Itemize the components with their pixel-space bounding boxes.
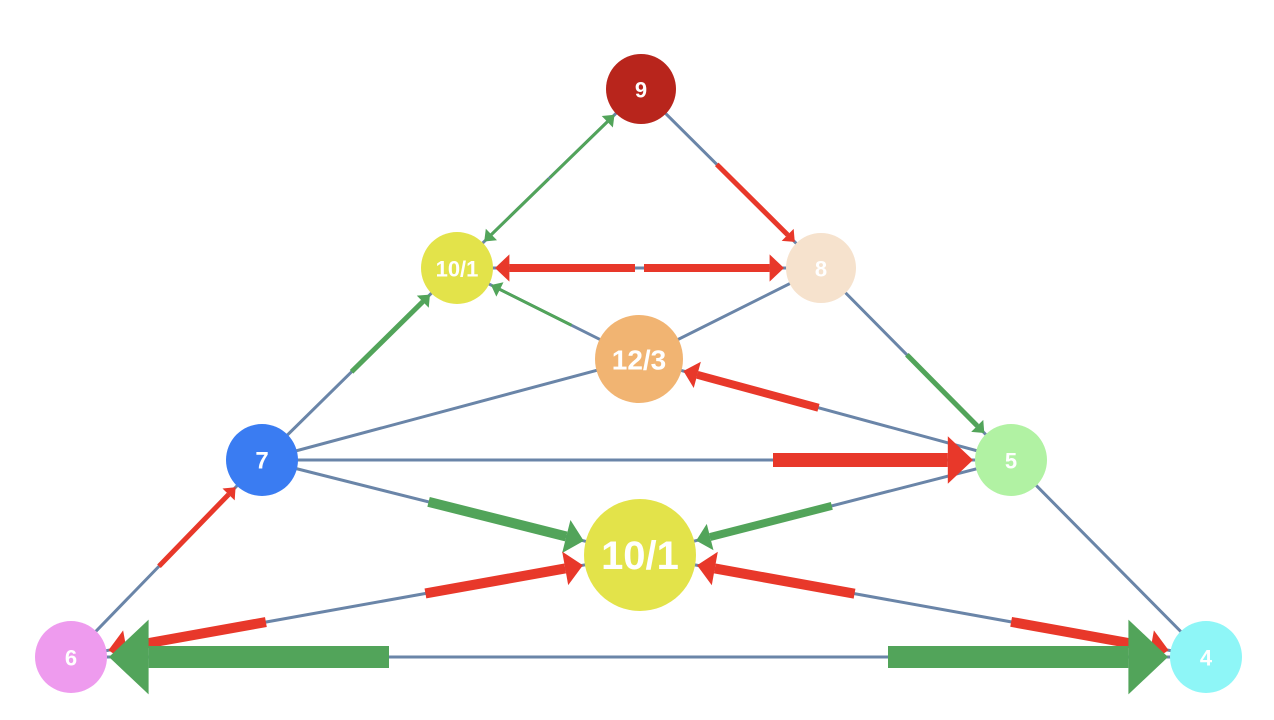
edge-n5-n4 xyxy=(1009,458,1208,659)
arrow-n7-to-n10b-12 xyxy=(427,497,584,553)
arrow-head xyxy=(781,228,795,242)
node-4[interactable]: 4 xyxy=(1170,621,1242,693)
arrow-n10a-to-n8-5 xyxy=(644,254,784,282)
arrow-shaft xyxy=(905,353,980,428)
arrow-head xyxy=(971,419,985,433)
arrow-head xyxy=(696,523,714,551)
arrow-n4-to-n6-19 xyxy=(109,619,389,695)
arrow-shaft xyxy=(157,492,231,568)
arrow-head xyxy=(683,361,701,388)
node-9-circle xyxy=(606,54,676,124)
node-7-label: 7 xyxy=(255,448,268,475)
arrow-n6-to-n7-10 xyxy=(157,487,236,568)
arrow-head xyxy=(490,282,504,297)
arrow-n7-to-n10a-9 xyxy=(349,294,430,374)
node-6-label: 6 xyxy=(65,646,77,671)
node-10-1-lower-circle xyxy=(584,499,696,611)
edge-n12-n7 xyxy=(261,357,640,462)
arrow-n12-to-n10a-7 xyxy=(490,282,573,327)
node-10-1-upper[interactable]: 10/1 xyxy=(421,232,493,304)
node-8-circle xyxy=(786,233,856,303)
arrow-shaft xyxy=(1010,616,1152,652)
node-8[interactable]: 8 xyxy=(786,233,856,303)
arrow-shaft xyxy=(490,177,550,236)
node-4-label: 4 xyxy=(1200,646,1213,671)
node-10-1-lower-label: 10/1 xyxy=(601,534,679,578)
node-10-1-lower[interactable]: 10/1 xyxy=(584,499,696,611)
arrow-shaft xyxy=(713,563,856,599)
node-5-label: 5 xyxy=(1005,449,1017,474)
arrow-shaft xyxy=(709,502,833,541)
arrow-n9-to-n10a-1 xyxy=(484,177,550,242)
arrow-n5-to-n10b-13 xyxy=(696,502,833,551)
arrow-shaft xyxy=(499,288,573,327)
arrow-head xyxy=(222,487,236,501)
node-7-circle xyxy=(226,424,298,496)
arrow-n4-to-n10b-16 xyxy=(697,551,856,599)
arrow-head xyxy=(495,254,510,282)
arrow-n8-to-n5-6 xyxy=(905,353,985,433)
node-12-3-circle xyxy=(595,315,683,403)
node-5-circle xyxy=(975,424,1047,496)
arrow-shaft xyxy=(424,563,567,599)
node-12-3-label: 12/3 xyxy=(612,345,667,376)
arrow-head xyxy=(109,619,149,695)
arrow-head xyxy=(484,228,497,242)
arrow-n6-to-n10b-14 xyxy=(424,551,583,599)
node-8-label: 8 xyxy=(815,257,827,282)
node-10-1-upper-circle xyxy=(421,232,493,304)
arrow-n10a-to-n9-2 xyxy=(548,114,615,179)
arrow-head xyxy=(697,551,718,586)
arrow-shaft xyxy=(548,120,609,179)
node-12-3[interactable]: 12/3 xyxy=(595,315,683,403)
node-9[interactable]: 9 xyxy=(606,54,676,124)
arrow-head xyxy=(769,254,784,282)
arrows-layer xyxy=(108,114,1169,695)
arrow-shaft xyxy=(125,617,267,653)
arrow-head xyxy=(601,114,615,128)
node-6-circle xyxy=(35,621,107,693)
arrow-shaft xyxy=(349,299,425,374)
arrow-head xyxy=(562,551,583,586)
node-4-circle xyxy=(1170,621,1242,693)
arrow-n7-to-n5-11 xyxy=(773,436,973,484)
nodes-layer: 9 8 10/1 12/3 7 5 10/1 6 xyxy=(35,54,1242,693)
arrow-shaft xyxy=(427,497,568,542)
arrow-head xyxy=(1128,619,1168,695)
node-5[interactable]: 5 xyxy=(975,424,1047,496)
arrow-head xyxy=(416,294,430,308)
arrow-shaft xyxy=(696,370,820,412)
arrow-n6-to-n4-18 xyxy=(888,619,1168,695)
arrow-n8-to-n10a-4 xyxy=(495,254,635,282)
arrow-n9-to-n8-3 xyxy=(715,162,795,242)
node-7[interactable]: 7 xyxy=(226,424,298,496)
node-10-1-upper-label: 10/1 xyxy=(436,257,479,282)
node-9-label: 9 xyxy=(635,78,647,103)
arrow-head xyxy=(562,519,584,553)
arrow-shaft xyxy=(715,162,790,237)
arrow-head xyxy=(947,436,973,484)
node-6[interactable]: 6 xyxy=(35,621,107,693)
arrow-n5-to-n12-8 xyxy=(683,361,820,412)
